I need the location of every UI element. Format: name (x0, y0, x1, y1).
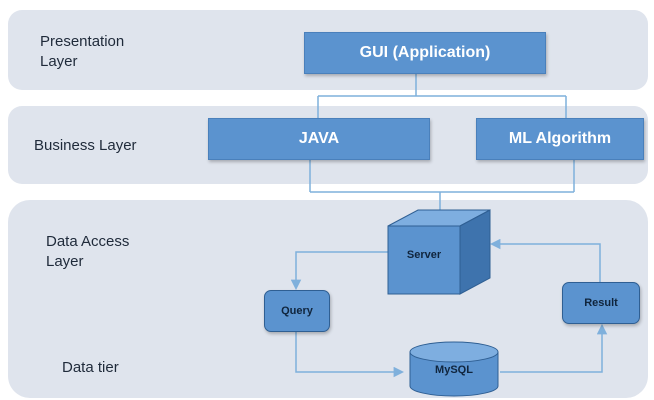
mysql-to-result-arrow (500, 323, 608, 373)
gui-application-box: GUI (Application) (304, 32, 546, 74)
query-box: Query (264, 290, 330, 332)
data-tier-label: Data tier (62, 359, 119, 376)
mysql-label: MySQL (435, 364, 473, 376)
data-access-layer-label: Data Access Layer (46, 233, 130, 270)
gui-to-business-connector (317, 74, 567, 118)
java-box: JAVA (208, 118, 430, 160)
ml-algorithm-box: ML Algorithm (476, 118, 644, 160)
business-to-server-connector (309, 160, 575, 210)
server-to-query-arrow (290, 251, 388, 291)
mysql-cylinder-icon (409, 341, 499, 397)
server-label: Server (406, 249, 442, 261)
server-cube-icon (387, 209, 491, 295)
query-to-mysql-arrow (295, 332, 405, 378)
business-layer-label: Business Layer (34, 137, 137, 154)
result-to-server-arrow (489, 238, 601, 282)
presentation-layer-label: Presentation Layer (40, 33, 125, 70)
result-box: Result (562, 282, 640, 324)
